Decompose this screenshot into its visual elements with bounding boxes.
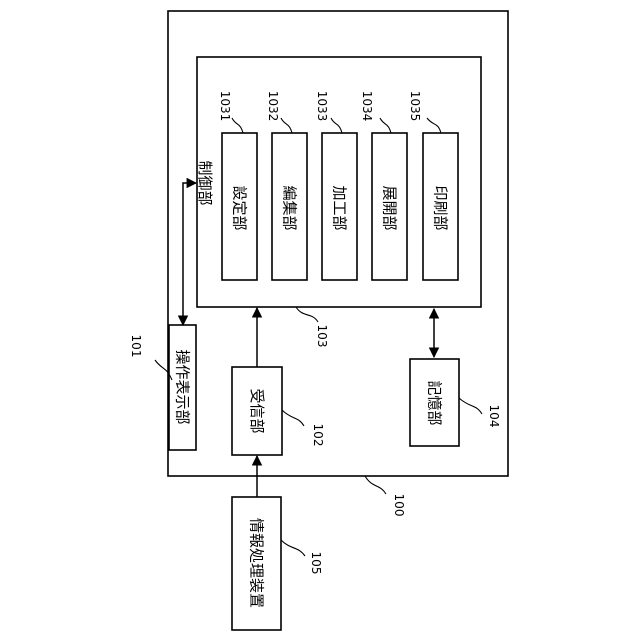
- operation-display-label: 操作表示部: [174, 349, 192, 424]
- unit-label-printing: 印刷部: [432, 185, 450, 230]
- device-leader: [365, 476, 386, 494]
- unit-label-expansion: 展開部: [381, 185, 399, 230]
- info-processor-leader: [281, 540, 305, 556]
- storage-label: 記憶部: [426, 380, 444, 425]
- unit-ref-expansion: 1034: [360, 91, 374, 122]
- info-processor-label: 情報処理装置: [248, 518, 266, 608]
- controller-label: 制御部: [196, 160, 214, 205]
- device-ref: 100: [392, 494, 406, 517]
- unit-ref-settings: 1031: [218, 91, 232, 122]
- unit-label-processing: 加工部: [331, 185, 349, 230]
- unit-ref-processing: 1033: [315, 91, 329, 122]
- operation-display-ref: 101: [129, 335, 143, 358]
- receiver-ref: 102: [311, 424, 325, 447]
- info-processor-ref: 105: [309, 552, 323, 575]
- controller-ref: 103: [315, 325, 329, 348]
- unit-label-settings: 設定部: [231, 185, 249, 230]
- receiver-label: 受信部: [248, 388, 266, 433]
- storage-ref: 104: [487, 405, 501, 428]
- unit-ref-printing: 1035: [408, 91, 422, 122]
- unit-label-editing: 編集部: [281, 185, 299, 230]
- unit-ref-editing: 1032: [266, 91, 280, 122]
